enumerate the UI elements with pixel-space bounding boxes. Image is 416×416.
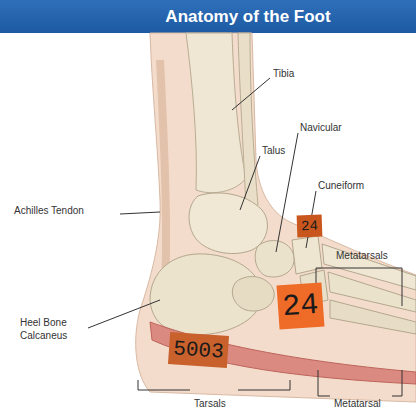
callout-box: 24 [277, 282, 325, 329]
part-label: Talus [262, 144, 285, 157]
callout-number: 24 [281, 288, 319, 324]
callout-number: 5003 [173, 337, 225, 363]
part-label: Navicular [300, 121, 342, 134]
callout-box: 24 [297, 215, 323, 238]
part-label: Tibia [273, 67, 294, 80]
part-label: Achilles Tendon [14, 204, 84, 217]
part-label: Cuneiform [318, 179, 364, 192]
callout-box: 5003 [168, 332, 229, 368]
callout-number: 24 [301, 218, 318, 235]
part-label: Metatarsals [336, 249, 388, 262]
diagram-title: Anatomy of the Foot [0, 7, 416, 27]
part-label: Metatarsal [334, 397, 381, 410]
part-label: Heel Bone Calcaneus [20, 316, 86, 342]
part-label: Tarsals [194, 397, 226, 410]
